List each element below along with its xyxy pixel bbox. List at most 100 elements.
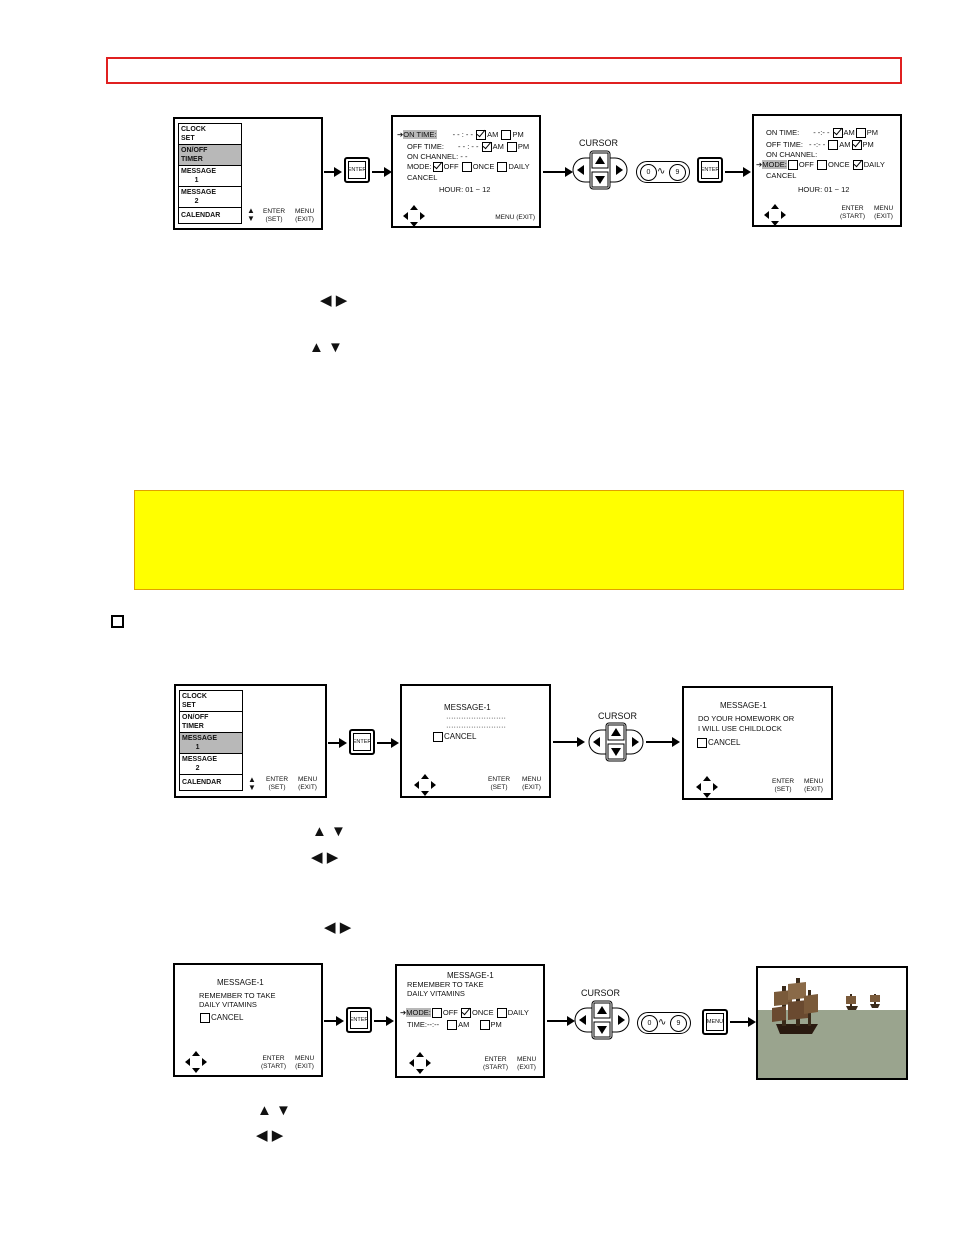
menu-item-message2: MESSAGE 2: [180, 754, 242, 775]
menu-item-message1: MESSAGE 1: [179, 166, 241, 187]
message-line1: REMEMBER TO TAKE: [407, 980, 484, 989]
number-keys-icon: 0 ∿ 9: [636, 161, 690, 183]
up-down-icon: ▲▼: [247, 206, 255, 223]
cursor-pad-icon: [572, 150, 628, 190]
arrow-right-icon: [374, 1016, 394, 1026]
arrow-right-icon: [324, 1016, 344, 1026]
arrow-right-icon: [646, 737, 680, 747]
cancel-row: CANCEL: [696, 738, 740, 748]
left-right-icon: ◀ ▶: [324, 919, 352, 936]
up-down-icon: ▲ ▼: [257, 1102, 291, 1119]
dpad-icon: [696, 776, 718, 798]
enter-button: ENTER: [344, 157, 370, 183]
foot-menu: MENU(EXIT): [295, 208, 315, 223]
menu-button: MENU: [702, 1009, 728, 1035]
arrow-right-icon: [328, 738, 347, 748]
foot-enter: ENTER(START): [261, 1055, 287, 1070]
arrow-right-icon: [543, 167, 573, 177]
number-keys-icon: 0 ∿ 9: [637, 1012, 691, 1034]
hour-label: HOUR: 01 ~ 12: [439, 185, 491, 194]
cancel-row: CANCEL: [199, 1013, 243, 1023]
mode-row: ➔MODE:OFF ONCE DAILY: [756, 159, 885, 170]
section-bullet: [111, 615, 124, 628]
message-title: MESSAGE-1: [720, 701, 767, 710]
dots-line1: ························: [446, 713, 506, 722]
time-row: TIME:--:-- AM PM: [407, 1019, 502, 1030]
message-line1: REMEMBER TO TAKE: [199, 991, 276, 1000]
enter-button: ENTER: [349, 729, 375, 755]
message-entry-screen: MESSAGE-1 ························ ·····…: [400, 684, 551, 798]
foot-menu: MENU(EXIT): [874, 205, 894, 220]
section-header-bar: [106, 57, 902, 84]
cursor-label: CURSOR: [579, 138, 619, 148]
foot-enter: ENTER(SET): [488, 776, 511, 791]
message-result-screen: MESSAGE-1 DO YOUR HOMEWORK OR I WILL USE…: [682, 686, 833, 800]
foot-menu: MENU(EXIT): [522, 776, 542, 791]
message-title: MESSAGE-1: [444, 703, 491, 712]
message-title: MESSAGE-1: [447, 971, 494, 980]
arrow-right-icon: [377, 738, 399, 748]
hour-label: HOUR: 01 ~ 12: [798, 185, 850, 194]
left-right-icon: ◀ ▶: [256, 1127, 284, 1144]
cancel-label: CANCEL: [407, 173, 438, 182]
cursor-label: CURSOR: [598, 711, 638, 721]
timer-setup-screen: ➔ON TIME: - - : - - AM PM OFF TIME: - - …: [391, 115, 541, 228]
dpad-icon: [403, 205, 425, 227]
note-box: [134, 490, 904, 590]
dpad-icon: [764, 204, 786, 226]
foot-enter: ENTER(START): [840, 205, 866, 220]
foot-enter: ENTER(SET): [266, 776, 289, 791]
up-down-icon: ▲ ▼: [309, 339, 343, 356]
menu-item-message2: MESSAGE 2: [179, 187, 241, 208]
up-down-icon: ▲▼: [248, 775, 256, 792]
message-set-screen: MESSAGE-1 REMEMBER TO TAKE DAILY VITAMIN…: [173, 963, 323, 1077]
dpad-icon: [409, 1052, 431, 1074]
left-right-icon: ◀ ▶: [311, 849, 339, 866]
arrow-right-icon: [730, 1017, 756, 1027]
mode-row: MODE:OFF ONCE DAILY: [407, 161, 530, 172]
cancel-row: CANCEL: [432, 732, 476, 742]
off-time-row: OFF TIME: - - : - - AM PM: [407, 141, 530, 152]
message-line2: I WILL USE CHILDLOCK: [698, 724, 782, 733]
dots-line2: ························: [446, 722, 506, 731]
left-right-icon: ◀ ▶: [320, 292, 348, 309]
arrow-right-icon: [553, 737, 585, 747]
mode-row: ➔MODE:OFF ONCE DAILY: [400, 1007, 529, 1018]
message-line2: DAILY VITAMINS: [407, 989, 465, 998]
cursor-pad-icon: [574, 1000, 630, 1040]
cancel-label: CANCEL: [766, 171, 797, 180]
foot-enter: ENTER(SET): [772, 778, 795, 793]
ship-image: [756, 966, 908, 1080]
menu-item-message1: MESSAGE 1: [180, 733, 242, 754]
menu-item-calendar: CALENDAR: [181, 212, 221, 219]
on-channel-row: ON CHANNEL:: [766, 150, 818, 159]
foot-menu: MENU(EXIT): [298, 776, 318, 791]
foot-menu: MENU(EXIT): [804, 778, 824, 793]
message-line2: DAILY VITAMINS: [199, 1000, 257, 1009]
foot-menu: MENU(EXIT): [295, 1055, 315, 1070]
dpad-icon: [185, 1051, 207, 1073]
cursor-label: CURSOR: [581, 988, 621, 998]
foot-menu: MENU (EXIT): [495, 214, 535, 221]
foot-enter: ENTER(SET): [263, 208, 286, 223]
message-line1: DO YOUR HOMEWORK OR: [698, 714, 795, 723]
enter-button: ENTER: [697, 157, 723, 183]
up-down-icon: ▲ ▼: [312, 823, 346, 840]
message-mode-screen: MESSAGE-1 REMEMBER TO TAKE DAILY VITAMIN…: [395, 964, 545, 1078]
enter-button: ENTER: [346, 1007, 372, 1033]
on-channel-row: ON CHANNEL: - -: [407, 152, 468, 161]
dpad-icon: [414, 774, 436, 796]
arrow-right-icon: [372, 167, 392, 177]
arrow-right-icon: [324, 167, 342, 177]
